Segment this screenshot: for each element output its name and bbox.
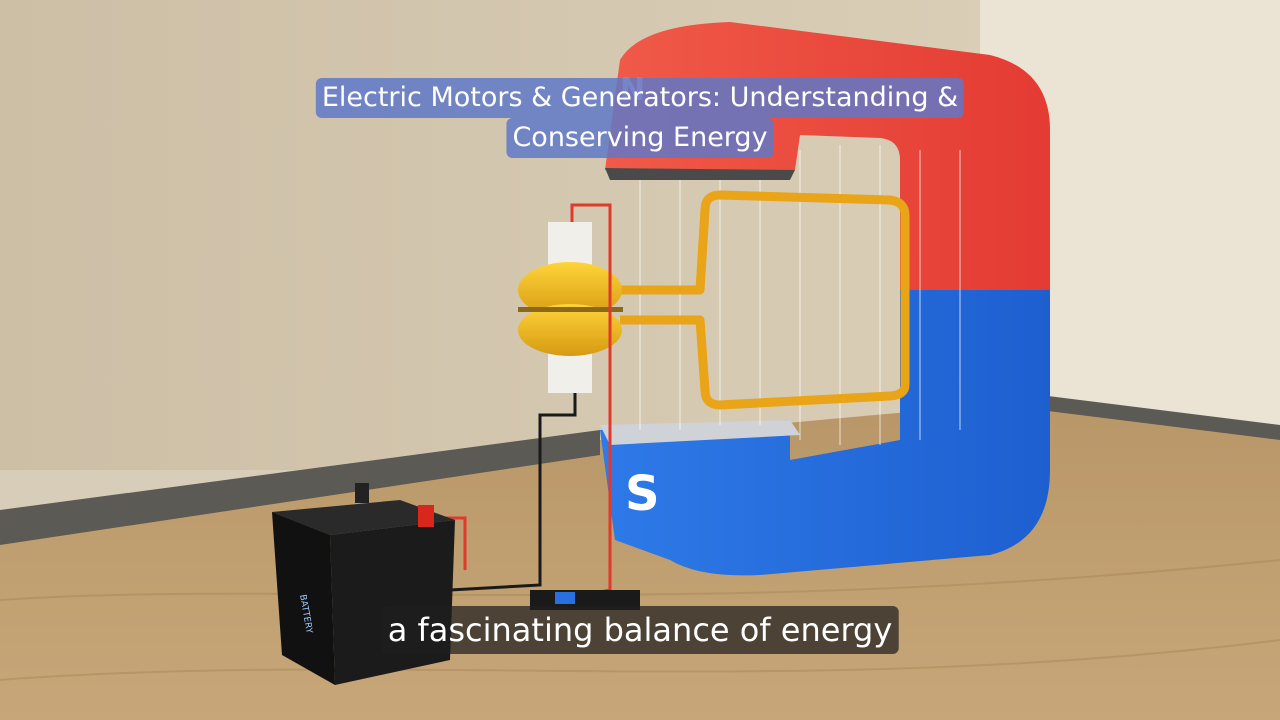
video-title-line-2: Conserving Energy <box>506 118 774 158</box>
black-wire <box>449 393 577 592</box>
south-pole-label: S <box>625 466 660 522</box>
magnet-south <box>600 290 1050 576</box>
right-wall <box>980 0 1280 430</box>
commutator <box>518 222 623 393</box>
baseboard <box>0 430 600 545</box>
magnetic-field-lines <box>639 145 961 445</box>
battery: BATTERY <box>272 483 455 685</box>
video-title-line-1: Electric Motors & Generators: Understand… <box>315 78 965 118</box>
armature-coil <box>620 190 910 410</box>
baseboard-right <box>1040 395 1280 440</box>
caption-subtitle: a fascinating balance of energy <box>381 606 899 654</box>
